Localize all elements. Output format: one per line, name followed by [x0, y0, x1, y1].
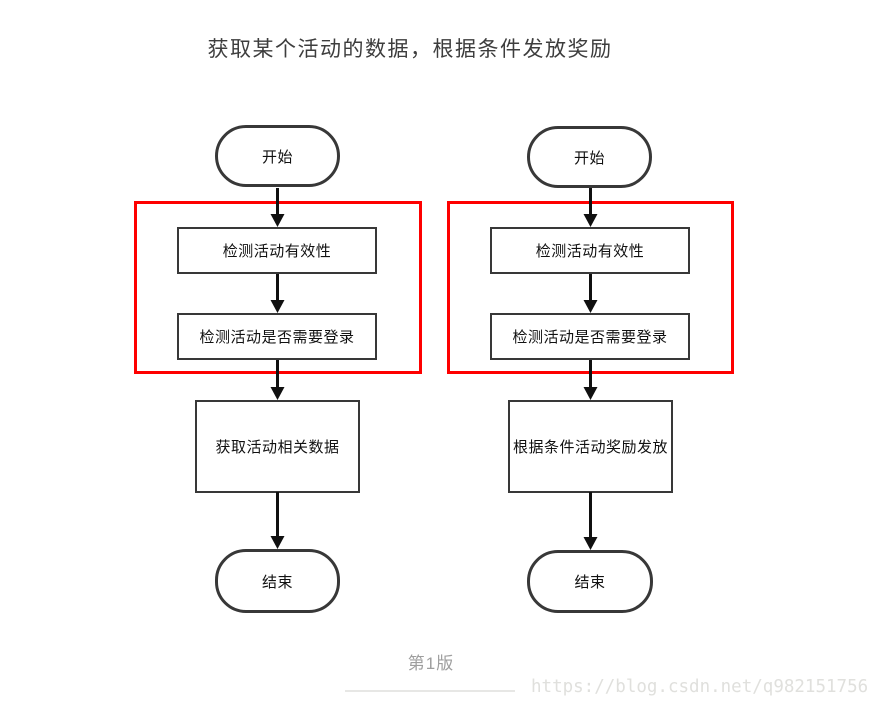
node-get-activity-data: 获取活动相关数据 — [195, 400, 360, 493]
node-label: 检测活动有效性 — [535, 243, 645, 260]
watermark-divider — [345, 690, 515, 692]
node-check-validity-left: 检测活动有效性 — [177, 227, 377, 274]
node-check-validity-right: 检测活动有效性 — [490, 227, 690, 274]
node-end-left: 结束 — [215, 549, 340, 613]
node-end-right: 结束 — [527, 550, 653, 613]
node-label: 结束 — [261, 573, 293, 591]
node-label: 开始 — [261, 148, 293, 166]
watermark-url: https://blog.csdn.net/q982151756 — [531, 677, 869, 697]
node-label: 检测活动是否需要登录 — [199, 329, 355, 346]
node-label: 检测活动是否需要登录 — [512, 329, 668, 346]
node-reward-distribution: 根据条件活动奖励发放 — [508, 400, 673, 493]
node-start-right: 开始 — [527, 126, 652, 188]
node-label: 根据条件活动奖励发放 — [512, 439, 668, 456]
node-label: 开始 — [573, 149, 605, 167]
node-check-login-left: 检测活动是否需要登录 — [177, 313, 377, 360]
node-check-login-right: 检测活动是否需要登录 — [490, 313, 690, 360]
node-label: 获取活动相关数据 — [215, 439, 340, 456]
version-caption: 第1版 — [407, 654, 455, 673]
node-label: 结束 — [574, 574, 606, 591]
node-label: 检测活动有效性 — [222, 243, 332, 260]
node-start-left: 开始 — [215, 125, 340, 187]
page-title: 获取某个活动的数据，根据条件发放奖励 — [207, 37, 613, 61]
